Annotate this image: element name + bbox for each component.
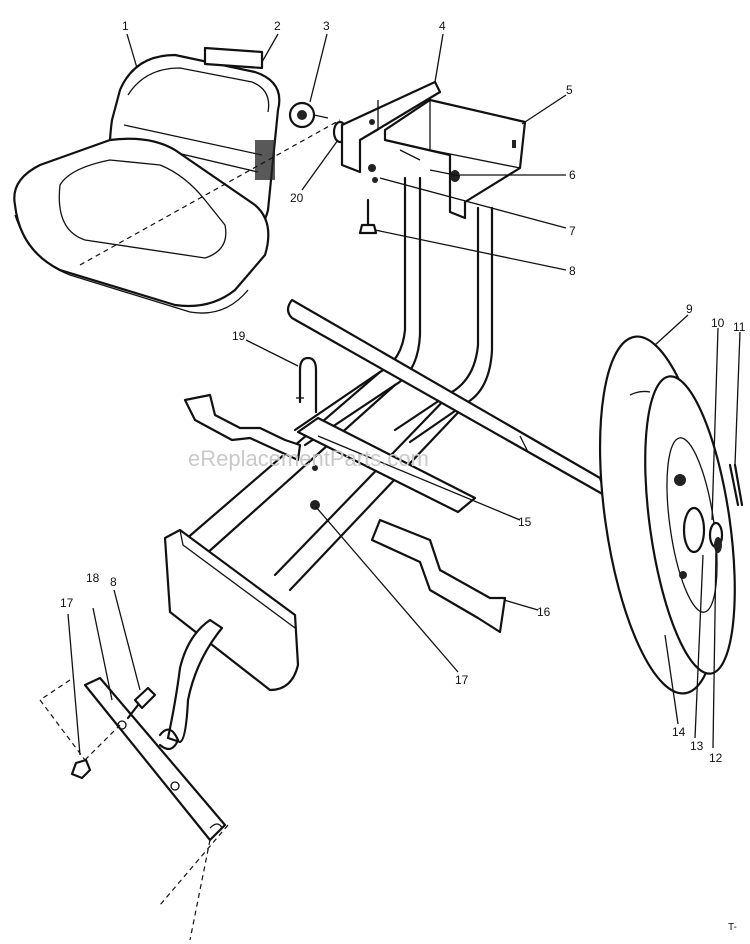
footrest-right: [370, 518, 507, 634]
seat-hex-bolt: [358, 198, 378, 235]
callout-9: 9: [686, 302, 693, 316]
callout-17-left: 17: [60, 596, 74, 610]
hitch-nut: [70, 758, 92, 780]
hitch-bar: [83, 676, 227, 842]
cotter-pin: [728, 463, 744, 507]
axle: [286, 298, 608, 498]
footrest-left: [183, 393, 302, 462]
callout-1: 1: [122, 19, 129, 33]
callout-8: 8: [569, 264, 576, 278]
callout-18: 18: [86, 571, 100, 585]
callout-7: 7: [569, 224, 576, 238]
callout-19: 19: [232, 329, 246, 343]
frame-nut: [310, 500, 320, 510]
hitch-guides: [39, 679, 229, 941]
callout-2: 2: [274, 19, 281, 33]
seat-knob: [288, 101, 329, 129]
callout-16: 16: [537, 605, 551, 619]
callout-14: 14: [672, 725, 686, 739]
wheel: [598, 335, 736, 695]
callout-11: 11: [733, 320, 746, 334]
callout-3: 3: [323, 19, 330, 33]
watermark: eReplacementParts.com: [188, 446, 429, 471]
callout-17-mid: 17: [455, 673, 469, 687]
callout-20: 20: [290, 191, 304, 205]
leader-lines: [67, 33, 741, 756]
callout-10: 10: [711, 316, 725, 330]
seat-bolt: [429, 169, 461, 182]
corner-mark: T-: [728, 922, 737, 933]
callout-labels: 1 2 3 4 5 6 7 8 9 10 11 20 19 15 16 17 1…: [60, 19, 746, 765]
callout-15: 15: [518, 515, 532, 529]
u-bolt: [296, 356, 318, 414]
callout-8-left: 8: [110, 575, 117, 589]
seat-box: [383, 98, 527, 220]
hitch-tube: [166, 618, 224, 744]
seat-bracket: [203, 46, 264, 70]
seat: [13, 53, 341, 314]
seat-nut: [368, 164, 378, 183]
hitch-bolt: [126, 686, 157, 720]
front-plate: [163, 528, 300, 692]
callout-6: 6: [569, 168, 576, 182]
callout-5: 5: [566, 83, 573, 97]
callout-4: 4: [439, 19, 446, 33]
callout-12: 12: [709, 751, 723, 765]
callout-13: 13: [690, 739, 704, 753]
